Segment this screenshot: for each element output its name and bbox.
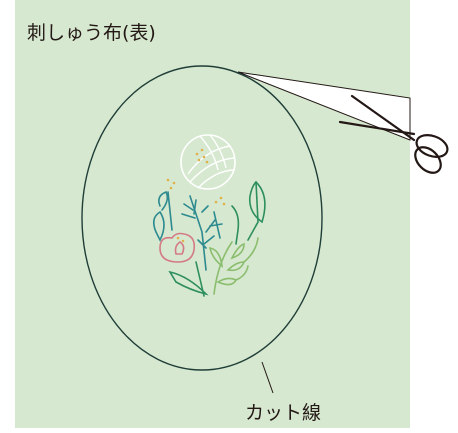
embroidery-motif bbox=[152, 134, 266, 297]
pink-flower bbox=[159, 232, 196, 263]
teal-fern bbox=[152, 190, 223, 271]
light-green-vines bbox=[208, 237, 259, 295]
yarn-ball-icon bbox=[180, 134, 236, 190]
fabric-title: 刺しゅう布(表) bbox=[27, 22, 156, 44]
cut-line-leader bbox=[261, 361, 274, 394]
fabric-peeled-flap bbox=[237, 71, 411, 141]
fabric-sheet bbox=[15, 0, 410, 428]
pollen-dots bbox=[166, 148, 226, 243]
cut-line-oval bbox=[81, 65, 323, 371]
cut-line-label: カット線 bbox=[245, 402, 322, 424]
green-leaf bbox=[168, 180, 266, 297]
scissors-icon bbox=[338, 94, 449, 174]
